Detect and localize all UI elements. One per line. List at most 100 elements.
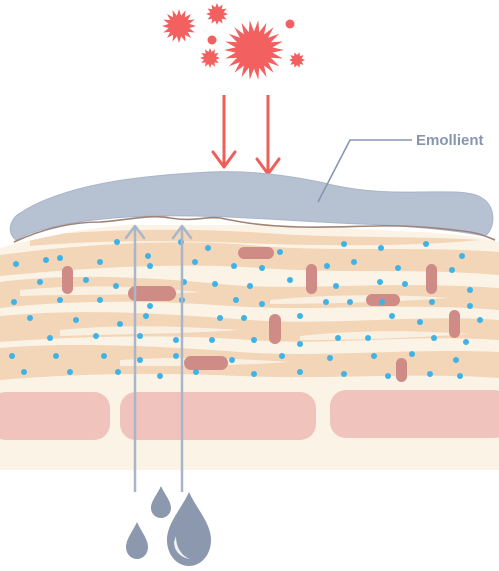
arrow-up-icon xyxy=(171,224,193,492)
skin-stratum xyxy=(0,242,499,276)
irritant-particle-icon xyxy=(200,48,220,68)
skin-fade xyxy=(14,444,66,460)
moisture-dot xyxy=(115,369,121,375)
water-drop-icon xyxy=(151,486,171,518)
cell-bar xyxy=(396,358,407,382)
moisture-dot xyxy=(279,353,285,359)
moisture-dots xyxy=(9,239,483,379)
water-drop-icon xyxy=(167,492,211,566)
moisture-dot xyxy=(27,315,33,321)
moisture-dot xyxy=(37,279,43,285)
skin-layers xyxy=(0,225,499,470)
cell-bar xyxy=(269,314,281,344)
moisture-dot xyxy=(277,249,283,255)
moisture-dot xyxy=(67,369,73,375)
arrow-up-icon xyxy=(124,224,146,492)
moisture-dot xyxy=(117,321,123,327)
irritant-particle-icon xyxy=(207,35,217,45)
arrow-down-icon xyxy=(255,95,281,176)
moisture-dot xyxy=(251,337,257,343)
moisture-dot xyxy=(93,333,99,339)
cell-bar xyxy=(184,356,228,370)
moisture-dot xyxy=(429,299,435,305)
irritant-particle-icon xyxy=(289,52,305,68)
skin-fade xyxy=(436,451,484,465)
cell-bar xyxy=(128,286,176,301)
moisture-dot xyxy=(231,263,237,269)
moisture-dot xyxy=(145,253,151,259)
moisture-dot xyxy=(97,259,103,265)
moisture-dot xyxy=(297,341,303,347)
moisture-dot xyxy=(431,335,437,341)
moisture-dot xyxy=(83,277,89,283)
moisture-dot xyxy=(385,373,391,379)
moisture-dot xyxy=(327,355,333,361)
skin-streak xyxy=(60,326,240,336)
skin-fade xyxy=(196,444,264,460)
moisture-dot xyxy=(173,353,179,359)
moisture-dot xyxy=(389,313,395,319)
skin-fade xyxy=(352,444,416,460)
moisture-dot xyxy=(423,241,429,247)
moisture-dot xyxy=(101,353,107,359)
moisture-dot xyxy=(287,277,293,283)
moisture-dot xyxy=(259,265,265,271)
moisture-dot xyxy=(209,337,215,343)
moisture-dot xyxy=(47,335,53,341)
cell-bar xyxy=(238,247,274,259)
water-drops xyxy=(126,486,211,566)
moisture-dot xyxy=(351,259,357,265)
moisture-dot xyxy=(477,317,483,323)
skin-surface-line xyxy=(13,215,496,243)
moisture-dot xyxy=(143,313,149,319)
cell-bar xyxy=(449,310,460,338)
cell-bar xyxy=(62,266,73,294)
deep-cell xyxy=(0,392,110,440)
moisture-dot xyxy=(341,371,347,377)
moisture-dot xyxy=(97,297,103,303)
moisture-dot xyxy=(247,283,253,289)
moisture-dot xyxy=(323,299,329,305)
deep-skin-layer xyxy=(0,390,499,466)
moisture-dot xyxy=(335,335,341,341)
moisture-dot xyxy=(467,303,473,309)
irritant-particle-icon xyxy=(162,9,196,43)
water-drop-highlight xyxy=(174,536,190,559)
moisture-dot xyxy=(229,357,235,363)
moisture-dot xyxy=(341,241,347,247)
moisture-dot xyxy=(453,357,459,363)
moisture-dot xyxy=(297,313,303,319)
irritant-particles xyxy=(162,3,305,80)
moisture-dot xyxy=(241,315,247,321)
deep-cell xyxy=(120,392,316,440)
moisture-dot xyxy=(114,239,120,245)
moisture-dot xyxy=(379,299,385,305)
moisture-dot xyxy=(378,245,384,251)
moisture-dot xyxy=(53,353,59,359)
irritant-arrows xyxy=(211,95,281,176)
moisture-dot xyxy=(371,353,377,359)
moisture-dot xyxy=(13,261,19,267)
moisture-dot xyxy=(73,317,79,323)
moisture-dot xyxy=(324,263,330,269)
moisture-dot xyxy=(21,369,27,375)
moisture-dot xyxy=(251,371,257,377)
irritant-particle-icon xyxy=(206,3,228,25)
deep-cell xyxy=(330,390,499,438)
moisture-dot xyxy=(365,335,371,341)
moisture-dot xyxy=(11,299,17,305)
irritant-particle-icon xyxy=(224,20,284,80)
moisture-dot xyxy=(147,303,153,309)
moisture-dot xyxy=(449,267,455,273)
moisture-dot xyxy=(427,371,433,377)
moisture-dot xyxy=(233,297,239,303)
moisture-dot xyxy=(212,281,218,287)
moisture-dot xyxy=(157,373,163,379)
moisture-dot xyxy=(57,297,63,303)
moisture-dot xyxy=(377,279,383,285)
moisture-dot xyxy=(147,263,153,269)
moisture-dot xyxy=(467,287,473,293)
moisture-dot xyxy=(347,299,353,305)
moisture-dot xyxy=(297,369,303,375)
